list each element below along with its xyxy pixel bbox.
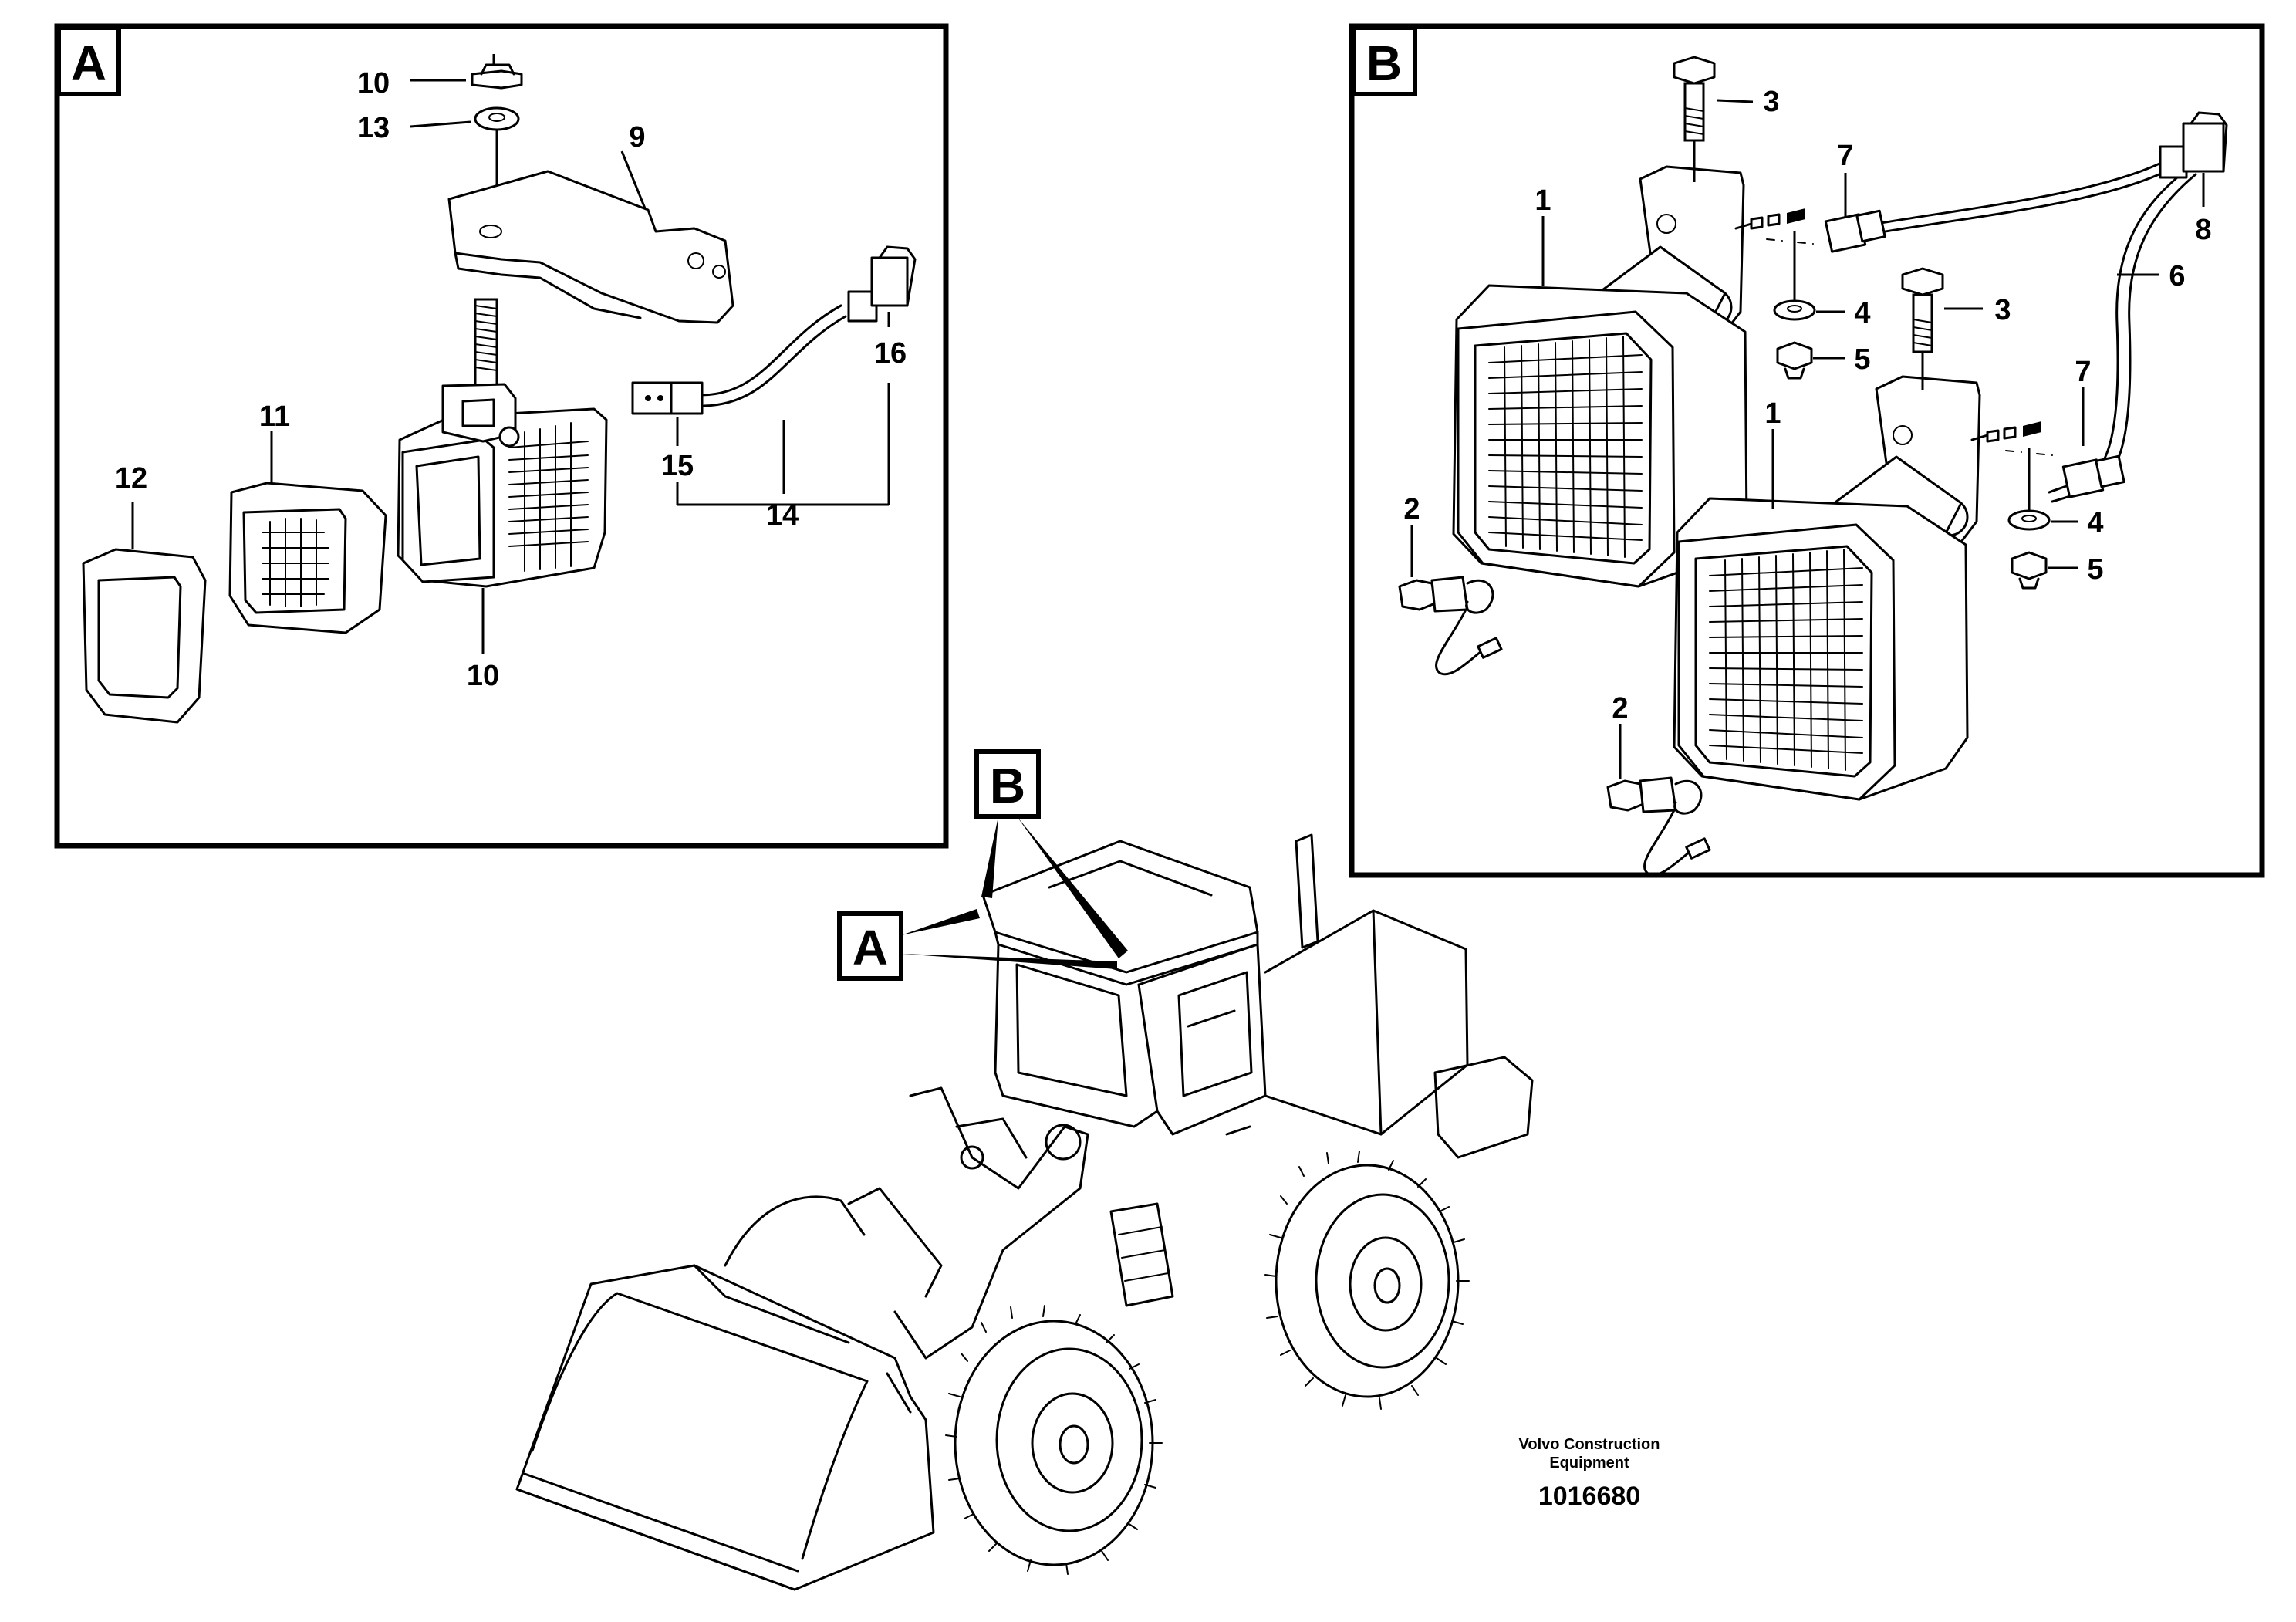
callout-6: 6 [2169, 260, 2185, 292]
callout-15: 15 [661, 450, 694, 482]
callout-7-upper: 7 [1837, 140, 1853, 172]
wheel-loader-overview: B A [515, 749, 1534, 1591]
overview-tag-b [974, 749, 1041, 819]
front-wheel [945, 1305, 1163, 1575]
work-lamp-upper [1452, 165, 1805, 588]
work-lamp-lower [1673, 375, 2041, 801]
callout-14: 14 [766, 499, 799, 532]
callout-10-bottom: 10 [467, 660, 499, 692]
connector-8-icon [2182, 122, 2225, 173]
lamp-frame [82, 502, 207, 724]
callout-2-lower: 2 [1612, 692, 1628, 725]
brand-line-1: Volvo Construction [1519, 1436, 1660, 1453]
connector-right-icon [870, 256, 909, 307]
callout-11: 11 [259, 400, 290, 433]
bulb-upper-icon [1398, 525, 1503, 676]
panel-a: A [54, 23, 949, 849]
callout-3-lower: 3 [1994, 294, 2011, 326]
rear-wheel [1264, 1151, 1470, 1410]
nut-lower-icon [2011, 551, 2078, 590]
callout-3-upper: 3 [1763, 86, 1779, 118]
callout-5-lower: 5 [2087, 553, 2103, 586]
bulb-lower-icon [1606, 724, 1711, 877]
flange-nut-icon [471, 54, 523, 90]
callout-1-lower: 1 [1764, 397, 1781, 430]
washer-lower-icon [2007, 448, 2078, 531]
brand-line-2: Equipment [1549, 1455, 1629, 1472]
panel-b-tag [1351, 25, 1417, 96]
document-number: 1016680 [1538, 1482, 1640, 1511]
overview-label-b: B [990, 758, 1025, 813]
callout-1-upper: 1 [1535, 184, 1551, 217]
wiring-harness-b [1766, 111, 2228, 503]
callout-4-lower: 4 [2087, 507, 2103, 539]
threaded-stud [474, 298, 498, 392]
bolt-lower-icon [1901, 267, 1983, 390]
overview-label-a: A [853, 920, 888, 975]
callout-5-upper: 5 [1854, 343, 1870, 376]
mounting-bracket [447, 150, 734, 324]
washer-upper-icon [1773, 231, 1845, 321]
callout-10-top: 10 [357, 67, 390, 100]
callout-2-upper: 2 [1403, 493, 1420, 525]
panel-a-label: A [71, 35, 106, 91]
callout-13: 13 [357, 112, 390, 144]
bolt-upper-icon [1673, 56, 1754, 182]
callout-8: 8 [2195, 214, 2211, 246]
overview-tag-a [837, 911, 903, 981]
callout-4-upper: 4 [1854, 297, 1870, 329]
panel-a-tag [56, 25, 121, 96]
callout-7-lower: 7 [2075, 356, 2091, 388]
nut-upper-icon [1776, 341, 1845, 380]
panel-b: B [1349, 23, 2265, 878]
panel-b-frame [1349, 23, 2265, 878]
footer: Volvo Construction Equipment 1016680 [1519, 1436, 1660, 1511]
loader-bucket [515, 1264, 935, 1591]
callout-9: 9 [629, 121, 645, 154]
wiring-harness [631, 245, 917, 506]
callout-12: 12 [115, 462, 147, 495]
lamp-housing [397, 383, 608, 654]
panel-b-label: B [1366, 35, 1402, 91]
panel-a-frame [54, 23, 949, 849]
lamp-lens [228, 431, 387, 634]
washer-icon [474, 106, 520, 131]
callout-16: 16 [874, 337, 907, 370]
